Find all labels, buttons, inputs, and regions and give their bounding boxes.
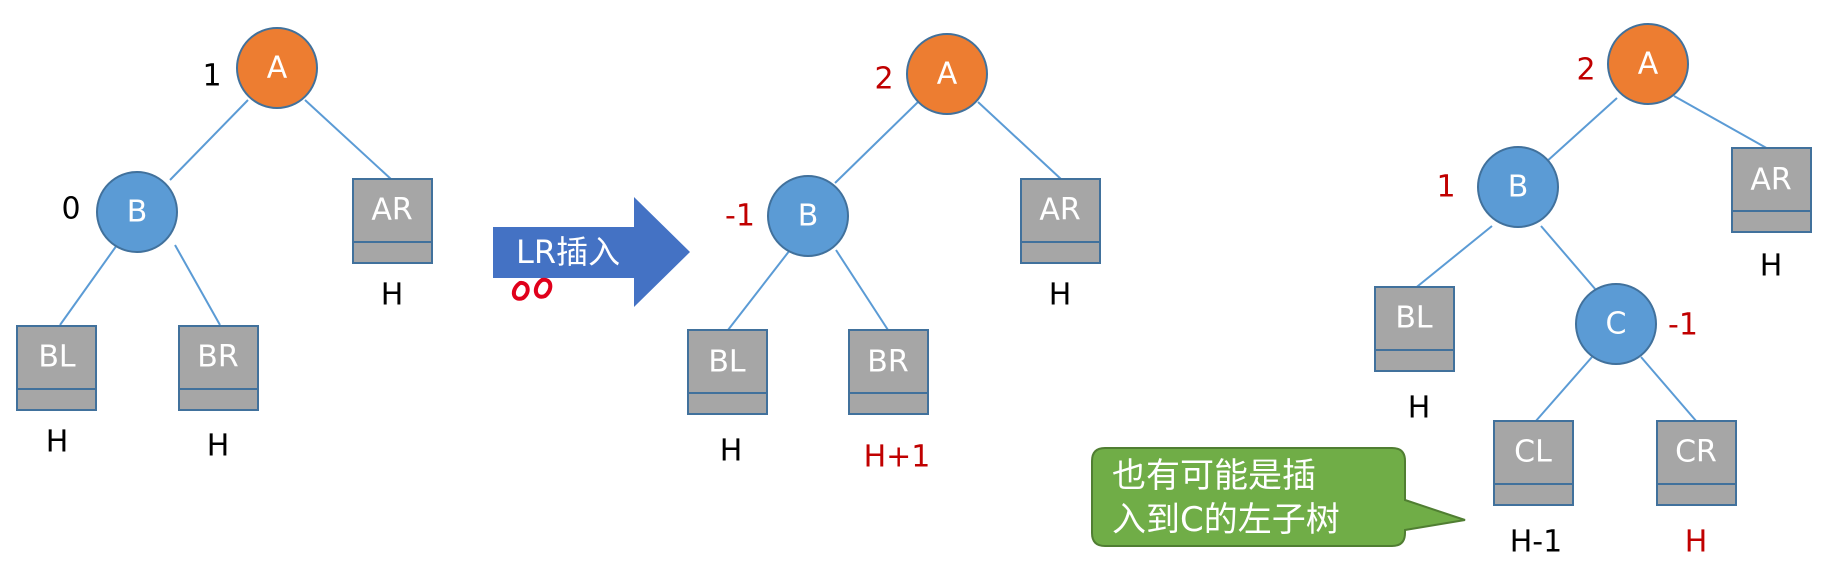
edge-b-c bbox=[1540, 225, 1597, 291]
height-br: H+1 bbox=[864, 440, 931, 475]
subtree-br: BR bbox=[178, 325, 259, 411]
subtree-bl: BL bbox=[1374, 286, 1455, 372]
node-b bbox=[1477, 146, 1559, 228]
subtree-ar-label: AR bbox=[1039, 193, 1080, 228]
edge-a-b bbox=[834, 101, 919, 184]
subtree-bl: BL bbox=[687, 329, 768, 415]
tree-3-expanded-lr: A 2 B 1 C -1 AR H BL H CL H-1 CR bbox=[1374, 23, 1812, 560]
callout-line-2: 入到C的左子树 bbox=[1112, 500, 1340, 540]
node-c-label: C bbox=[1606, 307, 1627, 342]
subtree-br-label: BR bbox=[197, 340, 238, 375]
edge-b-br bbox=[174, 244, 221, 326]
node-c bbox=[1575, 283, 1657, 365]
height-cl: H-1 bbox=[1510, 525, 1562, 560]
subtree-cr-label: CR bbox=[1675, 435, 1717, 470]
subtree-cl: CL bbox=[1493, 420, 1574, 506]
balance-factor-c: -1 bbox=[1668, 308, 1698, 343]
node-b bbox=[96, 171, 178, 253]
tree-1-before-insert: A 1 B 0 AR H BL H BR H bbox=[16, 27, 433, 464]
subtree-ar: AR bbox=[1020, 178, 1101, 264]
edge-a-b bbox=[1544, 97, 1618, 164]
callout-bubble bbox=[1091, 447, 1466, 547]
lr-insert-arrow: LR插入 bbox=[493, 197, 690, 307]
node-a-label: A bbox=[267, 51, 288, 86]
balance-factor-b: -1 bbox=[725, 199, 755, 234]
subtree-ar: AR bbox=[352, 178, 433, 264]
subtree-bl: BL bbox=[16, 325, 97, 411]
subtree-br-label: BR bbox=[867, 345, 908, 380]
node-a bbox=[1607, 23, 1689, 105]
node-b-label: B bbox=[798, 199, 819, 234]
node-a bbox=[906, 33, 988, 115]
height-cr: H bbox=[1685, 525, 1708, 560]
subtree-ar-label: AR bbox=[371, 193, 412, 228]
subtree-bl-label: BL bbox=[38, 340, 76, 375]
edge-a-ar bbox=[977, 101, 1063, 181]
right-arrow-icon bbox=[493, 197, 690, 307]
balance-factor-b: 1 bbox=[1436, 170, 1455, 205]
edge-b-bl bbox=[1412, 225, 1493, 291]
height-ar: H bbox=[1049, 278, 1072, 313]
edge-a-ar bbox=[304, 99, 393, 181]
height-bl: H bbox=[1408, 391, 1431, 426]
tree-2-after-insert: A 2 B -1 AR H BL H BR H+1 bbox=[687, 33, 1101, 475]
edge-a-ar bbox=[1673, 95, 1771, 151]
height-br: H bbox=[207, 429, 230, 464]
subtree-ar-label: AR bbox=[1750, 163, 1791, 198]
balance-factor-a: 2 bbox=[1576, 53, 1595, 88]
subtree-bl-label: BL bbox=[1395, 301, 1433, 336]
node-b-label: B bbox=[1508, 170, 1529, 205]
height-bl: H bbox=[46, 425, 69, 460]
node-a-label: A bbox=[1638, 47, 1659, 82]
subtree-ar: AR bbox=[1731, 147, 1812, 233]
height-ar: H bbox=[1760, 249, 1783, 284]
balance-factor-b: 0 bbox=[61, 192, 80, 227]
node-b-label: B bbox=[127, 195, 148, 230]
speech-callout: 也有可能是插 入到C的左子树 bbox=[1091, 447, 1466, 547]
edge-c-cl bbox=[1534, 356, 1593, 423]
node-a bbox=[236, 27, 318, 109]
subtree-br: BR bbox=[848, 329, 929, 415]
height-ar: H bbox=[381, 278, 404, 313]
subtree-cl-label: CL bbox=[1514, 435, 1552, 470]
edge-c-cr bbox=[1640, 356, 1698, 423]
handwritten-scribble bbox=[511, 277, 553, 301]
arrow-label: LR插入 bbox=[516, 233, 620, 271]
subtree-cr: CR bbox=[1656, 420, 1737, 506]
node-b bbox=[767, 175, 849, 257]
callout-line-1: 也有可能是插 bbox=[1112, 456, 1316, 496]
edge-a-b bbox=[169, 99, 249, 181]
height-bl: H bbox=[720, 434, 743, 469]
balance-factor-a: 1 bbox=[202, 59, 221, 94]
subtree-bl-label: BL bbox=[708, 345, 746, 380]
edge-b-bl bbox=[727, 249, 791, 331]
node-a-label: A bbox=[937, 57, 958, 92]
edge-b-br bbox=[835, 249, 889, 331]
edge-b-bl bbox=[59, 244, 118, 326]
balance-factor-a: 2 bbox=[874, 62, 893, 97]
